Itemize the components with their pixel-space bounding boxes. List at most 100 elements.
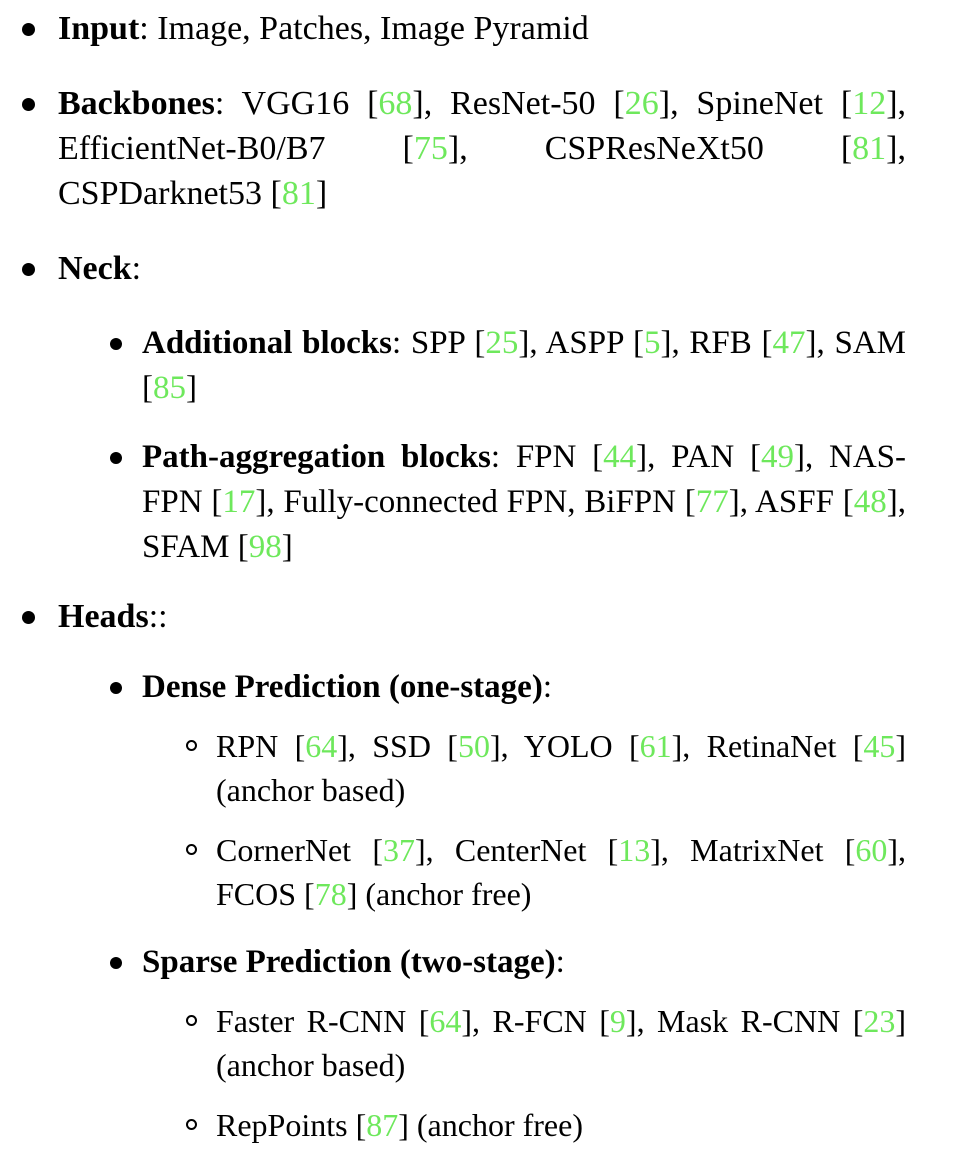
citation-number: 12 [852,85,887,122]
citation-number: 78 [314,876,347,912]
citation-number: 64 [429,1003,462,1039]
text-run: VGG16 [224,85,368,122]
outline-label-sparse-prediction: Sparse Prediction (two-stage) [142,944,556,980]
citation-number: 49 [760,439,794,475]
text-run: RPN [216,728,295,764]
outline-item-path-aggregation-blocks-body: Path-aggregation blocks: FPN [44], PAN [… [142,435,906,570]
citation-reference[interactable]: [25] [474,325,530,361]
citation-number: 44 [603,439,637,475]
citation-number: 47 [772,325,806,361]
outline-separator-sparse-prediction: : [555,944,565,980]
bullet-hollow-circle-icon [186,844,197,855]
bullet-filled-circle-icon [22,23,35,36]
bullet-filled-circle-icon [22,611,35,624]
citation-reference[interactable]: [98] [237,529,293,565]
text-run: , RFB [671,325,762,361]
outline-label-neck: Neck [58,250,132,287]
outline-separator-heads: :: [148,598,168,635]
citation-reference[interactable]: [68] [367,85,424,122]
citation-reference[interactable]: [49] [749,439,805,475]
outline-label-input: Input [58,10,140,47]
text-run: (anchor based) [216,1047,406,1083]
text-run: RepPoints [216,1107,356,1143]
citation-reference[interactable]: [12] [840,85,898,122]
citation-reference[interactable]: [45] [852,728,907,764]
citation-reference[interactable]: [75] [402,130,460,167]
citation-reference[interactable]: [37] [372,832,426,868]
text-run: Faster R-CNN [216,1003,419,1039]
citation-reference[interactable]: [13] [607,832,661,868]
citation-reference[interactable]: [47] [761,325,817,361]
outline-label-path-aggregation-blocks: Path-aggregation blocks [142,439,491,475]
citation-reference[interactable]: [87] [355,1107,409,1143]
text-run: , SpineNet [670,85,841,122]
citation-reference[interactable]: [5] [632,325,672,361]
bullet-hollow-circle-icon [186,1015,197,1026]
citation-reference[interactable]: [64] [418,1003,473,1039]
citation-reference[interactable]: [77] [684,484,740,520]
outline-item-dense-anchor-based: RPN [64], SSD [50], YOLO [61], RetinaNet… [14,724,906,812]
outline-item-sparse-anchor-based: Faster R-CNN [64], R-FCN [9], Mask R-CNN… [14,999,906,1087]
citation-reference[interactable]: [61] [628,728,683,764]
citation-reference[interactable]: [64] [294,728,348,764]
citation-reference[interactable]: [81] [270,175,328,212]
citation-number: 23 [863,1003,896,1039]
text-run: , CSPResNeXt50 [459,130,841,167]
bullet-filled-circle-icon [110,338,122,350]
text-run: SPP [401,325,475,361]
citation-number: 61 [639,728,672,764]
outline-separator-path-aggregation-blocks: : [490,439,501,475]
text-run: , ResNet-50 [423,85,614,122]
citation-number: 60 [855,832,888,868]
outline-item-sparse-prediction: Sparse Prediction (two-stage): [14,940,906,985]
citation-reference[interactable]: [48] [842,484,898,520]
text-run: , CSPDarknet53 [58,130,906,212]
citation-reference[interactable]: [17] [211,484,267,520]
outline-content-input: Image, Patches, Image Pyramid [148,10,589,47]
text-run: , R-FCN [472,1003,600,1039]
citation-reference[interactable]: [85] [142,370,197,406]
citation-number: 75 [413,130,448,167]
outline-item-backbones-body: Backbones: VGG16 [68], ResNet-50 [26], S… [58,81,906,216]
citation-reference[interactable]: [44] [592,439,648,475]
outline-sublist-neck: Additional blocks: SPP [25], ASPP [5], R… [14,321,906,570]
citation-number: 81 [281,175,316,212]
citation-reference[interactable]: [23] [852,1003,907,1039]
bullet-filled-circle-icon [110,682,122,694]
text-run: , SFAM [142,484,906,565]
outline-label-heads: Heads [58,598,149,635]
outline-separator-additional-blocks: : [391,325,402,361]
bullet-filled-circle-icon [22,263,35,276]
text-run: , Mask R-CNN [636,1003,853,1039]
outline-label-dense-prediction: Dense Prediction (one-stage) [142,669,543,705]
text-run: , CenterNet [425,832,608,868]
citation-number: 68 [378,85,413,122]
text-run: (anchor based) [216,772,406,808]
citation-number: 17 [222,484,256,520]
citation-number: 13 [618,832,651,868]
text-run: FPN [500,439,593,475]
citation-reference[interactable]: [26] [613,85,671,122]
citation-number: 25 [485,325,519,361]
citation-reference[interactable]: [50] [447,728,501,764]
text-run: , MatrixNet [660,832,845,868]
outline-item-neck-body: Neck: [58,246,906,291]
citation-number: 45 [863,728,896,764]
citation-reference[interactable]: [60] [844,832,899,868]
outline-separator-neck: : [131,250,142,287]
text-run: (anchor free) [357,876,532,912]
outline-item-heads-body: Heads:: [58,594,906,639]
outline-item-sparse-anchor-free-body: RepPoints [87] (anchor free) [216,1103,906,1147]
outline-item-additional-blocks: Additional blocks: SPP [25], ASPP [5], R… [14,321,906,411]
outline-label-backbones: Backbones [58,85,215,122]
citation-reference[interactable]: [81] [840,130,898,167]
outline-item-additional-blocks-body: Additional blocks: SPP [25], ASPP [5], R… [142,321,906,411]
citation-number: 50 [457,728,490,764]
outline-sublist-dense-prediction: RPN [64], SSD [50], YOLO [61], RetinaNet… [14,724,906,916]
citation-number: 64 [305,728,338,764]
outline-item-dense-anchor-free-body: CornerNet [37], CenterNet [13], MatrixNe… [216,828,906,916]
bullet-hollow-circle-icon [186,740,197,751]
outline-item-dense-anchor-based-body: RPN [64], SSD [50], YOLO [61], RetinaNet… [216,724,906,812]
citation-reference[interactable]: [9] [599,1003,637,1039]
citation-reference[interactable]: [78] [304,876,358,912]
